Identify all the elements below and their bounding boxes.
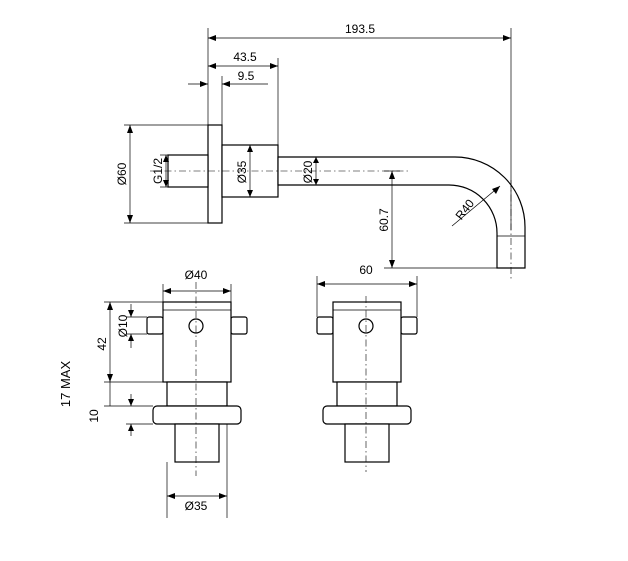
- valve-body-2: [344, 423, 390, 463]
- body-diameter-label: Ø35: [235, 160, 249, 183]
- handle-lug-left-2: [316, 316, 334, 335]
- dim-valve-body-diameter: Ø35: [166, 424, 228, 518]
- dim-overall-length: 193.5: [207, 22, 512, 230]
- dim-max-wall: 17 MAX: [58, 361, 153, 408]
- handle-lug-right-2: [400, 316, 418, 335]
- flange-thickness-label: 10: [87, 409, 101, 423]
- bend-radius-label: R40: [453, 196, 478, 222]
- dim-flange-diameter: Ø60: [115, 124, 208, 224]
- handle-height-label: 42: [95, 337, 109, 351]
- spout-tube: [277, 156, 526, 269]
- dim-body-diameter: Ø35: [235, 145, 253, 197]
- valve-flange-2: [322, 405, 412, 425]
- dim-spout-diameter: Ø20: [301, 157, 319, 185]
- flange-diameter-label: Ø60: [115, 162, 129, 185]
- wall-flange: [207, 124, 223, 224]
- thread-label: G1/2: [151, 158, 165, 184]
- valve-sleeve: [166, 381, 228, 407]
- handle-body: [162, 301, 232, 383]
- dim-stem-diameter: Ø10: [116, 304, 147, 348]
- valve-body: [174, 423, 220, 463]
- dim-spout-drop: 60.7: [377, 170, 497, 269]
- dim-handle-width: 60: [316, 263, 418, 317]
- dim-flange-thickness: 10: [87, 394, 153, 436]
- handle-diameter-label: Ø40: [185, 268, 208, 282]
- flange-offset-label: 9.5: [238, 69, 255, 83]
- body-length-label: 43.5: [233, 50, 257, 64]
- thread-stub: [167, 154, 209, 188]
- valve-sleeve-2: [336, 381, 398, 407]
- valve-flange: [152, 405, 242, 425]
- handle-width-label: 60: [359, 263, 373, 277]
- stem-diameter-label: Ø10: [116, 314, 130, 337]
- dim-thread: G1/2: [151, 154, 169, 188]
- dim-body-length: 43.5: [208, 50, 279, 145]
- handle-body-2: [332, 301, 402, 383]
- spout-diameter-label: Ø20: [301, 160, 315, 183]
- dim-handle-diameter: Ø40: [162, 268, 232, 302]
- handle-lug-left: [146, 316, 164, 335]
- overall-length-label: 193.5: [345, 22, 375, 36]
- dim-handle-height: 42: [95, 301, 167, 383]
- max-wall-label: 17 MAX: [58, 361, 73, 408]
- handle-lug-right: [230, 316, 248, 335]
- spout-drop-label: 60.7: [377, 208, 391, 232]
- valve-body-diameter-label: Ø35: [185, 499, 208, 513]
- valve-front-view-right: [316, 296, 418, 472]
- dim-flange-offset: 9.5: [188, 69, 268, 125]
- valve-front-view-left: [146, 282, 248, 476]
